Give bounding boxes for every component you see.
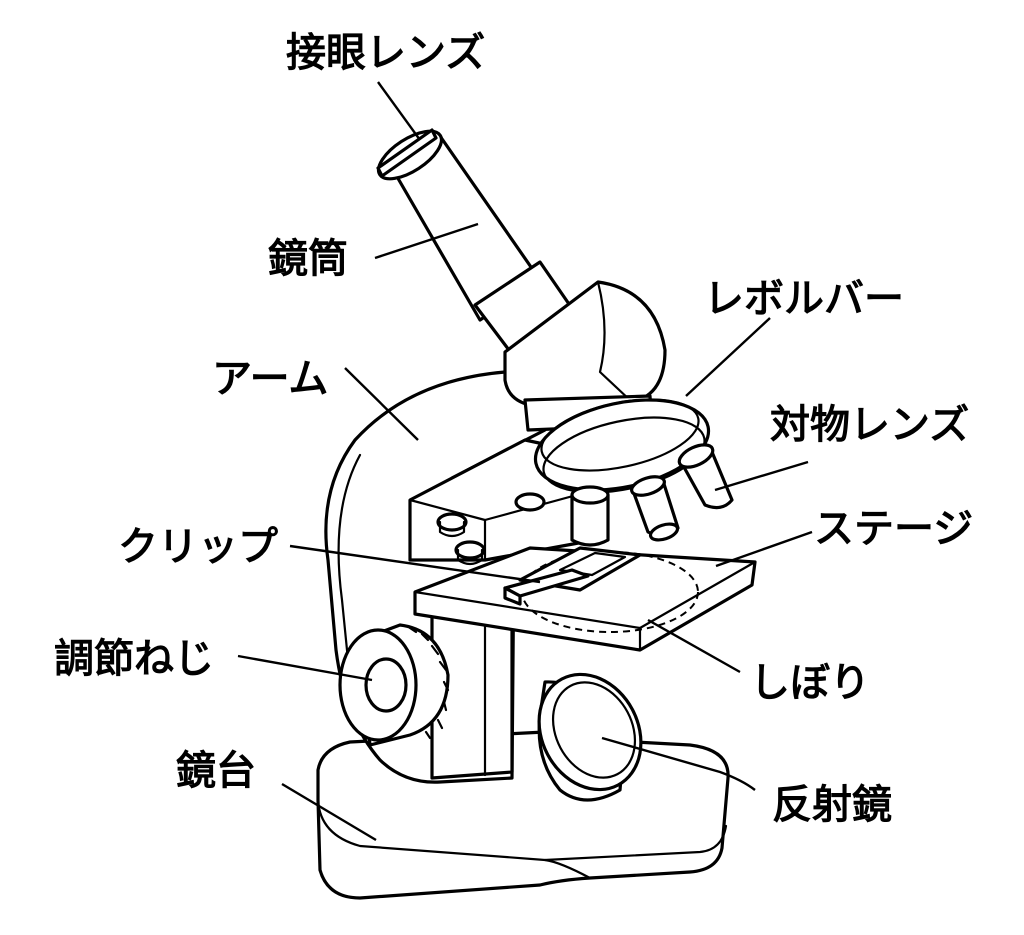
leader-revolver <box>685 317 771 397</box>
leader-eyepiece <box>377 81 421 141</box>
label-base: 鏡台 <box>176 748 256 794</box>
labels: 接眼レンズ 鏡筒 アーム レボルバー 対物レンズ ステージ クリップ 調節ねじ … <box>54 30 973 828</box>
leader-diaphragm <box>647 618 741 674</box>
mirror <box>537 672 643 802</box>
leader-base <box>281 782 377 842</box>
label-diaphragm: しぼり <box>750 660 870 706</box>
label-clip: クリップ <box>118 524 278 570</box>
label-objective: 対物レンズ <box>770 402 969 448</box>
label-arm: アーム <box>212 356 328 402</box>
leader-objective <box>714 460 809 492</box>
stage-knobs <box>436 492 546 566</box>
leader-adjust-knob <box>237 654 373 682</box>
focus-knob <box>338 623 450 747</box>
leader-tube <box>374 222 479 260</box>
label-revolver: レボルバー <box>704 276 904 322</box>
leader-lines <box>237 81 813 842</box>
label-mirror: 反射鏡 <box>772 782 892 828</box>
leader-clip <box>289 544 541 584</box>
leader-mirror <box>601 736 756 791</box>
label-tube: 鏡筒 <box>268 236 348 282</box>
label-adjust-knob: 調節ねじ <box>54 636 214 682</box>
leader-arm <box>344 367 419 441</box>
label-stage: ステージ <box>814 506 973 552</box>
label-eyepiece: 接眼レンズ <box>286 30 485 76</box>
stage-plate <box>413 546 757 652</box>
leader-stage <box>715 530 813 568</box>
objective-lenses <box>570 443 734 547</box>
